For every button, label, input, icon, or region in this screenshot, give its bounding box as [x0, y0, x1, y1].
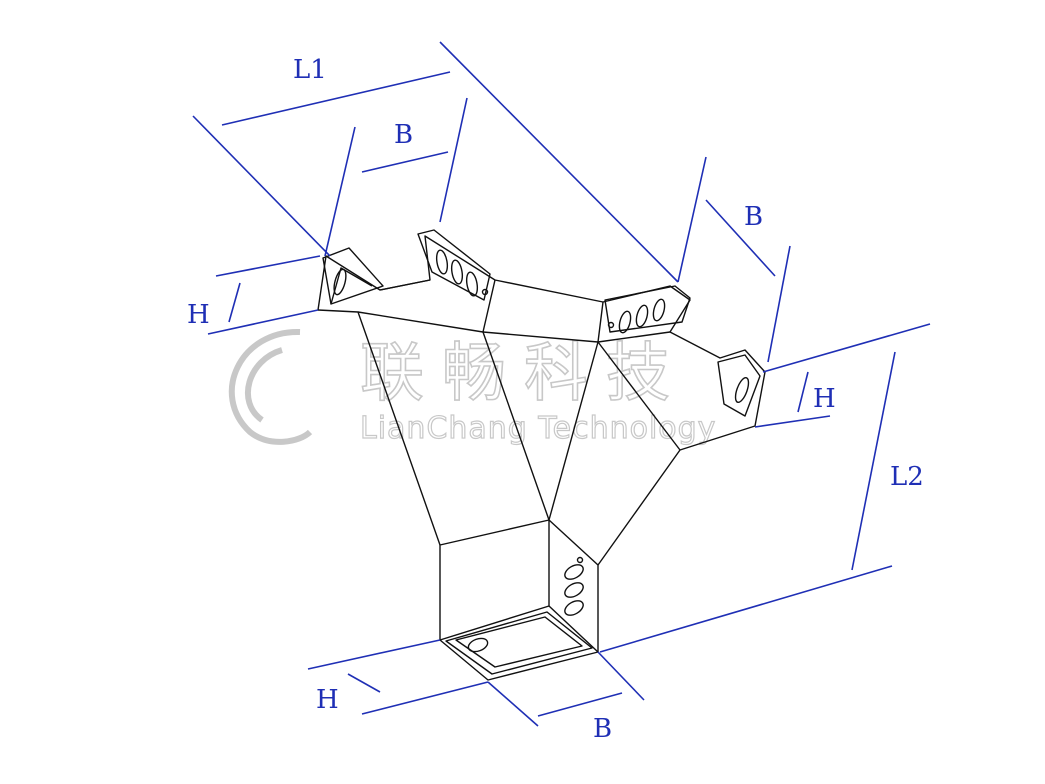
dimension-label-b-top: B	[394, 120, 413, 150]
bolt-slot-icon	[467, 637, 489, 653]
dimension-lines	[192, 41, 931, 727]
bolt-slot-icon	[635, 304, 649, 328]
bolt-slot-icon	[450, 259, 464, 285]
dimension-label-l1: L1	[293, 55, 327, 85]
dimension-label-b-bottom: B	[593, 714, 612, 744]
dimension-label-h-left: H	[187, 300, 210, 330]
tray-outline	[317, 229, 766, 681]
watermark: 联畅科技 LianChang Technology	[228, 328, 716, 447]
bolt-hole-icon	[607, 321, 615, 329]
bolt-slot-icon	[734, 376, 750, 404]
dimension-label-b-right: B	[744, 202, 763, 232]
bolt-slot-icon	[564, 582, 584, 598]
bolt-slot-icon	[435, 249, 449, 275]
dimension-label-h-right: H	[813, 384, 836, 414]
bolt-slot-icon	[564, 564, 584, 580]
watermark-english-text: LianChang Technology	[360, 411, 716, 446]
watermark-chinese-text: 联畅科技	[360, 337, 688, 411]
bolt-slot-icon	[333, 268, 347, 296]
bolt-slots	[333, 249, 750, 653]
bolt-slot-icon	[652, 298, 666, 322]
bolt-slot-icon	[564, 600, 584, 616]
dimension-label-h-bottom: H	[316, 685, 339, 715]
bolt-hole-icon	[481, 288, 489, 296]
bolt-hole-icon	[576, 556, 584, 564]
bolt-slot-icon	[618, 310, 632, 334]
dimension-label-l2: L2	[890, 462, 924, 492]
watermark-logo-icon	[228, 328, 313, 445]
dimension-labels: L1 B H B H L2 H B	[187, 55, 924, 744]
bolt-slot-icon	[465, 271, 479, 297]
